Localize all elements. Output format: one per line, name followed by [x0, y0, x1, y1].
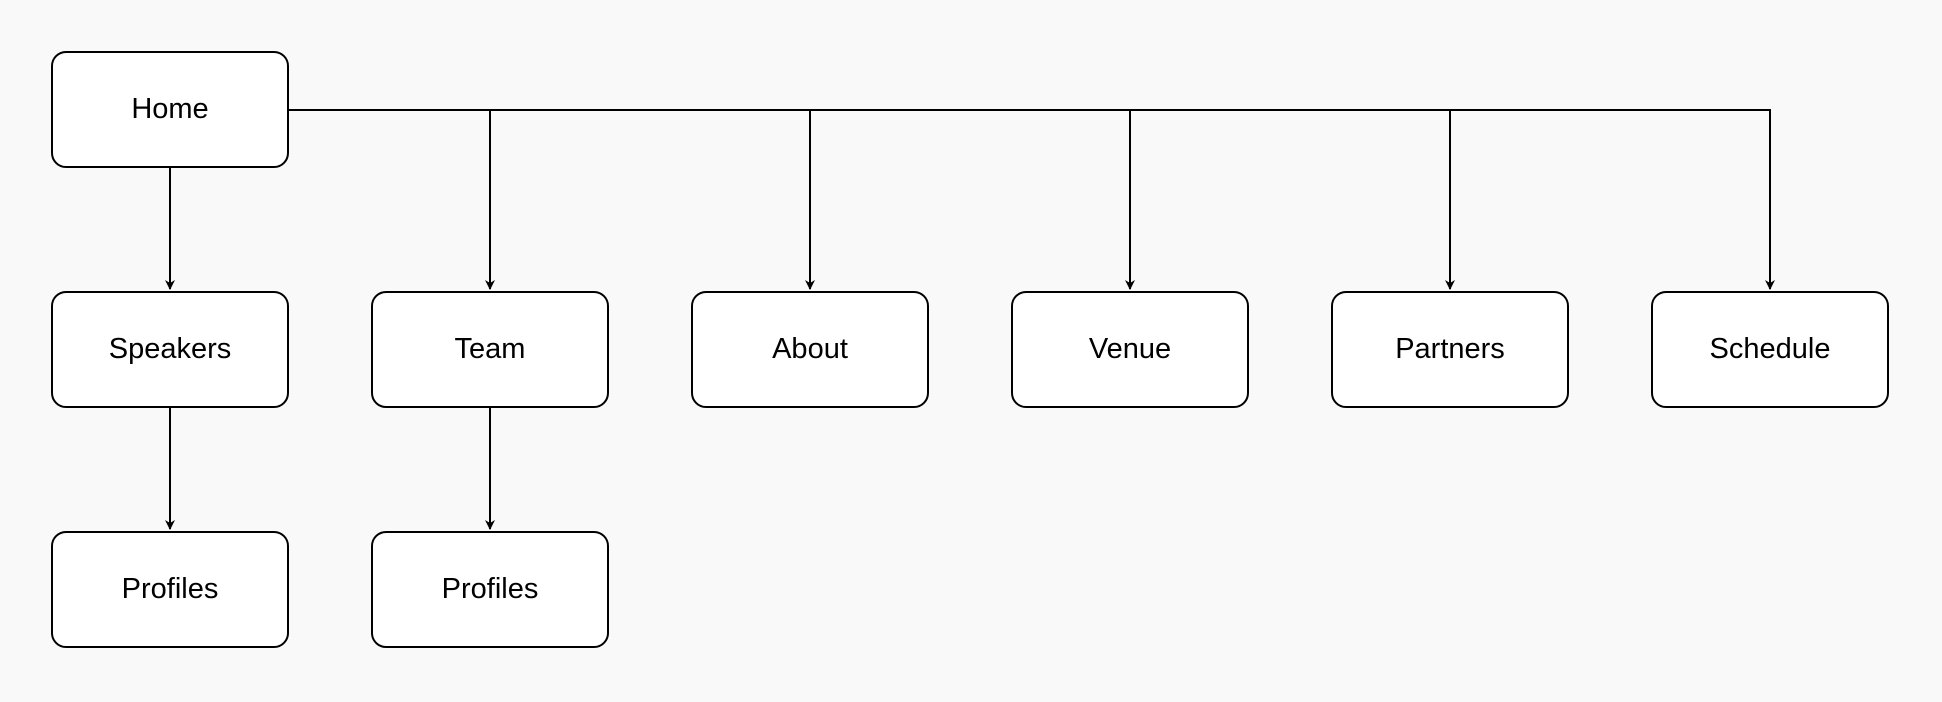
node-venue[interactable]: Venue [1011, 291, 1249, 408]
node-label: About [772, 333, 848, 365]
node-home[interactable]: Home [51, 51, 289, 168]
node-speakers[interactable]: Speakers [51, 291, 289, 408]
node-team[interactable]: Team [371, 291, 609, 408]
node-schedule[interactable]: Schedule [1651, 291, 1889, 408]
node-speakers-profiles[interactable]: Profiles [51, 531, 289, 648]
node-label: Speakers [108, 333, 232, 365]
node-label: Home [131, 93, 209, 125]
node-label: Venue [1088, 333, 1172, 365]
node-about[interactable]: About [691, 291, 929, 408]
node-label: Profiles [441, 573, 539, 605]
node-label: Team [454, 333, 526, 365]
node-partners[interactable]: Partners [1331, 291, 1569, 408]
node-label: Partners [1395, 333, 1505, 365]
node-label: Profiles [121, 573, 219, 605]
node-team-profiles[interactable]: Profiles [371, 531, 609, 648]
node-label: Schedule [1709, 333, 1831, 365]
